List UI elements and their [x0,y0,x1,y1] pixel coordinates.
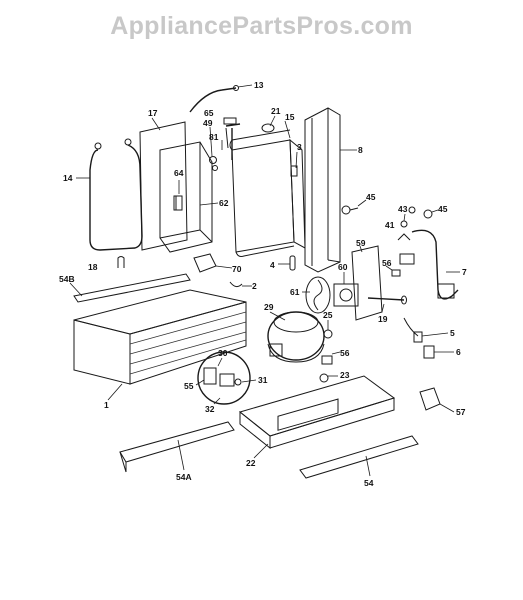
callout-32: 32 [205,404,215,414]
callout-45-right: 45 [438,204,448,214]
part-1-condenser [73,289,247,401]
part-54-strip [299,435,419,479]
callout-59: 59 [356,238,366,248]
part-29-compressor [267,311,325,363]
part-19-pin [367,295,407,313]
part-5-6-connectors [403,317,454,359]
part-64-defrost-terminator [175,180,183,211]
part-18-clip [117,256,125,268]
callout-30: 30 [218,348,228,358]
callout-43: 43 [398,204,408,214]
part-25-grommet [323,320,333,339]
part-49-81-65-fasteners [209,126,229,171]
part-7-power-cord [399,229,460,300]
callout-3: 3 [297,142,302,152]
callout-23: 23 [340,370,350,380]
part-60-61-condenser-fan-motor [302,272,359,314]
callout-45-left: 45 [366,192,376,202]
callout-1: 1 [104,400,109,410]
callout-55: 55 [184,381,194,391]
callout-13: 13 [254,80,264,90]
part-4-thermistor [278,255,296,271]
part-17-insulation-pad [139,117,188,251]
part-13-capillary-tube [189,84,253,113]
callout-21: 21 [271,106,281,116]
callout-54B: 54B [59,274,75,284]
callout-6: 6 [456,347,461,357]
callout-60: 60 [338,262,348,272]
part-56-grommet-upper [385,265,401,277]
callout-56-lower: 56 [340,348,350,358]
callout-70: 70 [232,264,242,274]
callout-41: 41 [385,220,395,230]
part-56-23-mount-parts [319,351,341,383]
callout-31: 31 [258,375,268,385]
part-70-bracket [193,253,252,288]
callout-62: 62 [219,198,229,208]
callout-56-upper: 56 [382,258,392,268]
part-15-evaporator-coil [223,115,306,257]
callout-54A: 54A [176,472,192,482]
part-54A-strip [119,421,235,473]
callout-22: 22 [246,458,256,468]
part-59-fan-bracket [351,245,383,321]
callout-57: 57 [456,407,466,417]
callout-19: 19 [378,314,388,324]
callout-81: 81 [209,132,219,142]
watermark-text: AppliancePartsPros.com [110,12,413,40]
callout-5: 5 [450,328,455,338]
callout-64: 64 [174,168,184,178]
part-30-31-32-55-relay-inset [195,351,257,405]
part-22-base-pan [238,375,396,459]
callout-labels: 13 17 65 21 15 49 81 3 8 14 64 62 45 43 … [59,80,467,488]
callout-8: 8 [358,145,363,155]
part-14-heater-loop [76,138,143,251]
callout-17: 17 [148,108,158,118]
callout-65: 65 [204,108,214,118]
callout-2: 2 [252,281,257,291]
part-8-vertical-channel [304,107,357,273]
part-41-43-45-relay-items [397,206,439,241]
callout-14: 14 [63,173,73,183]
callout-54: 54 [364,478,374,488]
callout-25: 25 [323,310,333,320]
callout-4: 4 [270,260,275,270]
callout-61: 61 [290,287,300,297]
part-54B-strip [69,273,191,303]
callout-49: 49 [203,118,213,128]
part-45-screw-left [341,199,367,215]
callout-7: 7 [462,267,467,277]
part-57-drain-part [419,387,455,413]
callout-15: 15 [285,112,295,122]
callout-18: 18 [88,262,98,272]
callout-29: 29 [264,302,274,312]
